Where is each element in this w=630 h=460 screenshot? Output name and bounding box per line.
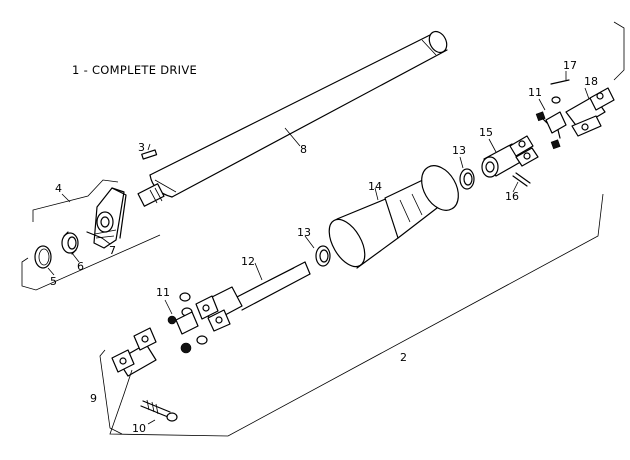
- callout-11a: 11: [156, 286, 170, 299]
- callout-13b: 13: [452, 144, 466, 157]
- part-5-snap-ring: [34, 245, 55, 276]
- part-3-key: [141, 143, 158, 160]
- callout-15: 15: [479, 126, 493, 139]
- callout-18: 18: [584, 75, 598, 88]
- callout-2-leader: [109, 193, 604, 437]
- part-4-bracket: [93, 187, 127, 249]
- part-9-end-yoke: [99, 327, 157, 435]
- callout-12: 12: [241, 255, 255, 268]
- tube-end-shaft: [137, 183, 165, 207]
- part-16-bolt: [512, 172, 531, 193]
- callout-2: 2: [400, 351, 407, 364]
- callout-17: 17: [563, 59, 577, 72]
- callout-3: 3: [138, 141, 145, 154]
- part-11b-cross: [535, 96, 567, 150]
- part-14-boot: [328, 165, 459, 269]
- part-7-pin: [86, 231, 111, 245]
- part-13b-seal: [459, 156, 475, 190]
- part-6-bearing: [61, 231, 80, 263]
- part-10-bolt: [140, 399, 178, 425]
- part-18-end-yoke: [565, 87, 615, 137]
- assembly-connector-top-right: [613, 21, 625, 81]
- part-15-yoke: [481, 135, 539, 178]
- part-17-pin: [550, 71, 570, 85]
- callout-7: 7: [109, 244, 116, 257]
- part-11a-cross: [164, 292, 208, 354]
- callout-9: 9: [90, 392, 97, 405]
- callout-4: 4: [55, 182, 62, 195]
- callout-14: 14: [368, 180, 382, 193]
- callout-13a: 13: [297, 226, 311, 239]
- assembly-connector-left: [21, 234, 161, 291]
- callout-4-leader: [32, 179, 119, 222]
- part-8-drive-tube: [149, 30, 448, 198]
- part-13a-seal: [304, 235, 331, 267]
- part-12-slip-shaft: [195, 261, 311, 332]
- callout-16: 16: [505, 190, 519, 203]
- callout-6: 6: [77, 260, 84, 273]
- callout-10: 10: [132, 422, 146, 435]
- diagram-title: 1 - COMPLETE DRIVE: [72, 63, 197, 77]
- callout-5: 5: [50, 275, 57, 288]
- callout-8: 8: [300, 143, 307, 156]
- callout-11b: 11: [528, 86, 542, 99]
